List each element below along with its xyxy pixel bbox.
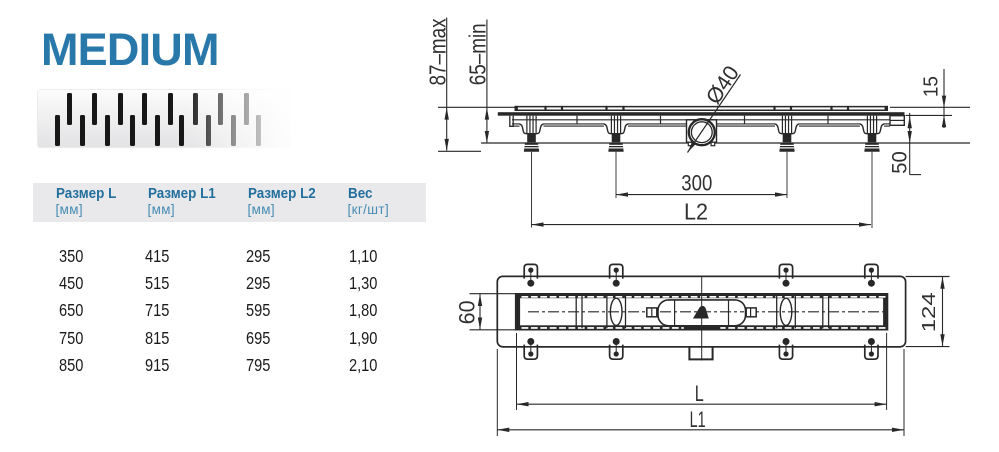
svg-text:300: 300 [681,171,712,196]
svg-text:87–max: 87–max [424,18,450,85]
svg-text:15: 15 [920,76,943,97]
svg-text:65–min: 65–min [465,23,491,85]
svg-text:50: 50 [887,151,911,174]
svg-text:Ø40: Ø40 [701,61,744,108]
svg-text:L: L [695,381,704,406]
svg-text:L2: L2 [684,198,708,224]
svg-text:124: 124 [919,292,939,332]
svg-text:60: 60 [455,300,480,324]
svg-text:L1: L1 [690,407,706,432]
